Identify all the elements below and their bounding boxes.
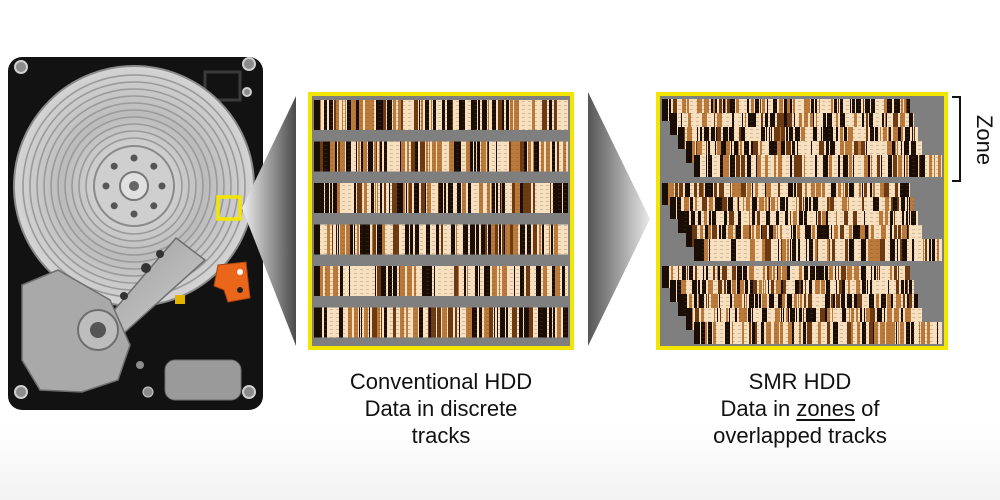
zone-label: Zone xyxy=(972,115,997,165)
conventional-line2: Data in discrete xyxy=(364,396,518,421)
conventional-line3: tracks xyxy=(411,423,471,448)
discrete-track xyxy=(314,307,568,338)
smr-line3: overlapped tracks xyxy=(713,423,887,448)
discrete-track xyxy=(314,141,568,172)
zones-underlined: zones xyxy=(796,396,856,421)
drive-connector-pad xyxy=(164,359,242,401)
conventional-track-panel xyxy=(308,92,574,350)
discrete-track xyxy=(314,100,568,130)
zone-bracket xyxy=(952,96,961,182)
zoom-cone xyxy=(242,96,296,346)
shingled-track xyxy=(694,322,942,344)
discrete-track xyxy=(314,266,568,296)
smr-title: SMR HDD xyxy=(748,369,852,394)
smr-line2: Data in zones of xyxy=(720,396,880,421)
conventional-title: Conventional HDD xyxy=(349,369,533,394)
conventional-caption: Conventional HDD Data in discrete tracks xyxy=(310,368,572,449)
discrete-track xyxy=(314,183,568,213)
smr-track-panel xyxy=(656,92,948,350)
hard-disk-drive-icon xyxy=(8,57,263,410)
smr-caption: SMR HDD Data in zones of overlapped trac… xyxy=(680,368,920,449)
actuator-arm xyxy=(21,236,207,393)
read-head xyxy=(175,295,185,304)
zoom-highlight-square xyxy=(216,195,242,221)
shingled-track xyxy=(694,155,942,177)
arrow-right-shape xyxy=(588,92,650,346)
shingled-track xyxy=(694,239,942,261)
discrete-track xyxy=(314,224,568,255)
